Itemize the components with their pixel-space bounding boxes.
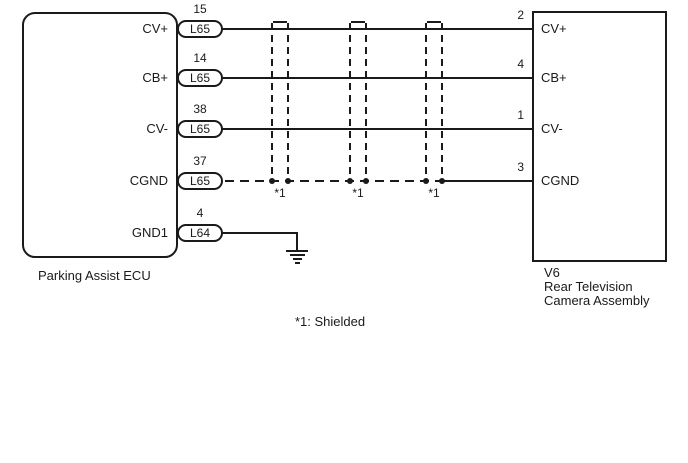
camera-pin-number: 3 xyxy=(517,160,524,174)
ecu-pin-number: 38 xyxy=(193,102,207,116)
shield-line xyxy=(365,23,367,181)
shield-cap xyxy=(351,21,365,23)
ecu-pin-number: 37 xyxy=(193,154,207,168)
connector-pill: L65 xyxy=(177,172,223,190)
camera-signal-label: CB+ xyxy=(541,70,567,85)
shield-line xyxy=(441,23,443,181)
connector-pill: L65 xyxy=(177,69,223,87)
wire-cv-minus xyxy=(221,128,533,130)
shield-label: *1 xyxy=(274,186,286,200)
parking-assist-ecu-caption: Parking Assist ECU xyxy=(38,268,151,283)
shield-line xyxy=(425,23,427,181)
shield-junction-dot xyxy=(363,178,369,184)
camera-signal-label: CGND xyxy=(541,173,580,188)
ground-bar xyxy=(286,250,308,252)
shield-junction-dot xyxy=(269,178,275,184)
shield-junction-dot xyxy=(423,178,429,184)
ecu-signal-label: CGND xyxy=(129,173,168,188)
ecu-pin-number: 14 xyxy=(193,51,207,65)
camera-pin-number: 2 xyxy=(517,8,524,22)
connector-pill: L65 xyxy=(177,20,223,38)
wire-cgnd xyxy=(441,180,533,182)
camera-name-line1: Rear Television xyxy=(544,279,633,294)
connector-pill: L64 xyxy=(177,224,223,242)
ground-bar xyxy=(290,254,305,256)
connector-pill: L65 xyxy=(177,120,223,138)
ecu-signal-label: CV- xyxy=(146,121,168,136)
wire-cv-plus xyxy=(221,28,533,30)
ground-drop-wire xyxy=(296,232,298,252)
camera-name-line2: Camera Assembly xyxy=(544,293,650,308)
shield-line xyxy=(287,23,289,181)
camera-signal-label: CV+ xyxy=(541,21,567,36)
shielded-note: *1: Shielded xyxy=(295,314,366,329)
ecu-signal-label: GND1 xyxy=(131,225,168,240)
parking-assist-ecu-box xyxy=(22,12,178,258)
ecu-pin-number: 15 xyxy=(193,2,207,16)
camera-signal-label: CV- xyxy=(541,121,563,136)
shield-cap xyxy=(273,21,287,23)
shield-label: *1 xyxy=(352,186,364,200)
camera-pin-number: 4 xyxy=(517,57,524,71)
shield-junction-dot xyxy=(285,178,291,184)
rear-camera-assembly-box xyxy=(532,11,667,262)
wire-gnd1 xyxy=(221,232,298,234)
ecu-pin-number: 4 xyxy=(196,206,204,220)
camera-connector-code: V6 xyxy=(544,265,560,280)
shield-line xyxy=(349,23,351,181)
ground-bar xyxy=(295,262,300,264)
ecu-signal-label: CV+ xyxy=(142,21,168,36)
shield-line xyxy=(271,23,273,181)
ground-bar xyxy=(293,258,302,260)
shield-cap xyxy=(427,21,441,23)
rear-camera-assembly-caption: V6 Rear Television Camera Assembly xyxy=(544,266,649,308)
shield-junction-dot xyxy=(439,178,445,184)
wire-cb-plus xyxy=(221,77,533,79)
shield-label: *1 xyxy=(428,186,440,200)
wire-cgnd-shield-drain xyxy=(225,180,443,182)
camera-pin-number: 1 xyxy=(517,108,524,122)
shield-junction-dot xyxy=(347,178,353,184)
ecu-signal-label: CB+ xyxy=(142,70,168,85)
